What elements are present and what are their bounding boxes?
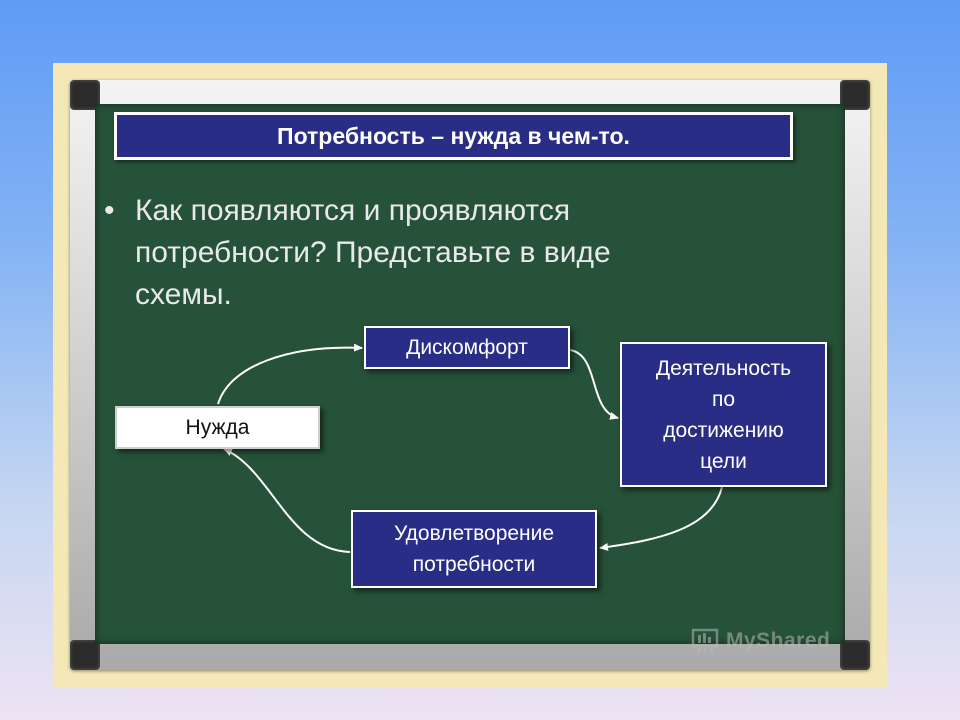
- node-activity-line-1: Деятельность: [655, 356, 792, 380]
- slide-title-text: Потребность – нужда в чем-то.: [277, 122, 630, 149]
- question-line-2: потребности? Представьте в виде: [135, 236, 611, 269]
- frame-corner-bottom-right: [840, 640, 870, 670]
- arrow-satisfaction-to-need: [223, 448, 351, 553]
- bullet-icon: •: [104, 194, 115, 227]
- watermark-text: MyShared: [726, 629, 831, 652]
- arrow-need-to-discomfort: [217, 343, 363, 405]
- presentation-board-icon: [691, 628, 719, 656]
- node-discomfort-label: Дискомфорт: [406, 336, 528, 359]
- node-activity-line-3: достижению: [663, 418, 784, 442]
- node-satisfaction-line-1: Удовлетворение: [393, 522, 555, 545]
- slide-title: Потребность – нужда в чем-то.: [114, 112, 793, 160]
- node-activity-line-2: по: [711, 387, 736, 411]
- frame-corner-bottom-left: [70, 640, 100, 670]
- question-line-1: Как появляются и проявляются: [135, 194, 571, 227]
- arrow-discomfort-to-activity: [569, 349, 619, 420]
- question-text: Как появляются и проявляются потребности…: [135, 190, 775, 316]
- watermark: MyShared: [690, 624, 860, 658]
- node-satisfaction: Удовлетворение потребности: [351, 510, 597, 588]
- question-line-3: схемы.: [135, 278, 232, 311]
- node-need-label: Нужда: [185, 416, 250, 439]
- node-satisfaction-line-2: потребности: [412, 553, 536, 576]
- node-need: Нужда: [115, 406, 320, 449]
- arrow-activity-to-satisfaction: [599, 486, 723, 551]
- frame-corner-top-right: [840, 80, 870, 110]
- node-discomfort: Дискомфорт: [364, 326, 570, 369]
- node-activity-line-4: цели: [700, 449, 747, 473]
- node-activity: Деятельность по достижению цели: [620, 342, 827, 487]
